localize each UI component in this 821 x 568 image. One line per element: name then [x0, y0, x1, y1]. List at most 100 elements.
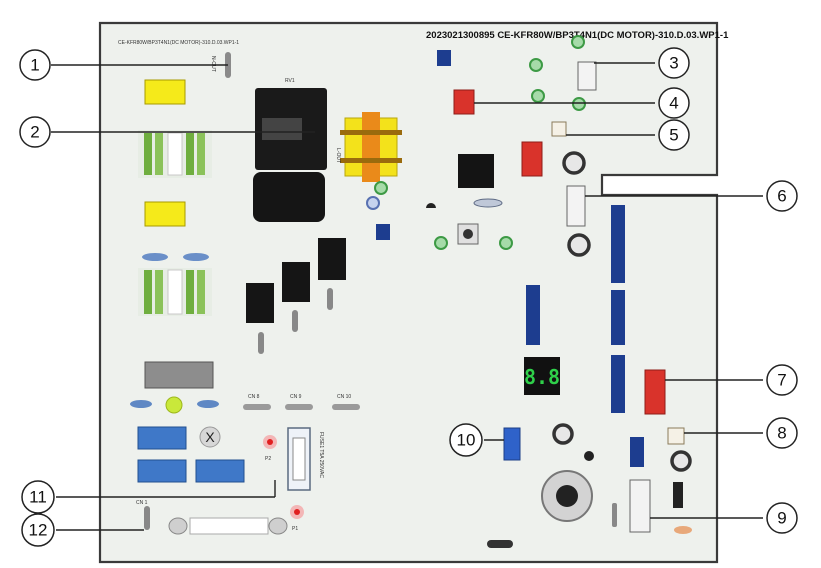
test-point-p1-dot [294, 509, 300, 515]
red-connector-7 [644, 369, 666, 415]
green-via-3 [571, 35, 585, 49]
callout-11: 11 [21, 480, 55, 514]
callout-10: 10 [449, 423, 483, 457]
ring-capacitor-2 [567, 233, 591, 257]
blue-connector-10 [503, 427, 521, 461]
test-point-p2-dot [267, 439, 273, 445]
blue-relay-3 [195, 459, 245, 483]
blue-diode-left [130, 400, 152, 408]
svg-text:1: 1 [30, 56, 39, 75]
power-module [253, 172, 325, 222]
svg-text:2: 2 [30, 123, 39, 142]
rv1-label: RV1 [285, 78, 295, 84]
svg-text:10: 10 [457, 431, 476, 450]
callout-1: 1 [19, 49, 51, 81]
callouts: 1 2 3 4 5 6 7 8 [19, 47, 798, 547]
connector-ring-right [268, 517, 288, 535]
mcu-chip [458, 154, 494, 188]
green-via-6 [434, 236, 448, 250]
callout-4: 4 [658, 87, 690, 119]
blue-relay-2 [137, 459, 187, 483]
resistor-bottom-right [674, 526, 692, 534]
pin-header-right-3 [611, 355, 625, 413]
callout-12: 12 [21, 513, 55, 547]
l-out-label: L-OUT [335, 148, 341, 163]
seven-seg-display [524, 357, 560, 395]
callout-6: 6 [766, 180, 798, 212]
white-connector-8 [667, 427, 685, 445]
fuse-body [292, 437, 306, 481]
green-via-5 [374, 181, 388, 195]
inductor-top [138, 130, 212, 178]
diode-right [673, 482, 683, 508]
green-via-1 [529, 58, 543, 72]
pin-header-center [526, 285, 540, 345]
callout-8: 8 [766, 417, 798, 449]
x-marker: X [205, 429, 215, 445]
callout-3: 3 [658, 47, 690, 79]
buzzer-center [556, 485, 578, 507]
ring-capacitor-3 [552, 423, 574, 445]
ring-capacitor-4 [670, 450, 692, 472]
white-connector-5 [551, 121, 567, 137]
pin-header-small [630, 437, 644, 467]
transistor-small [426, 203, 436, 208]
x-marker-circle [199, 426, 221, 448]
callout-2: 2 [19, 116, 51, 148]
callout-leaders [51, 62, 763, 531]
callout-5: 5 [658, 119, 690, 151]
pin-header-right-1 [611, 205, 625, 283]
gray-relay [144, 361, 214, 389]
svg-text:5: 5 [669, 126, 678, 145]
green-via-2 [531, 89, 545, 103]
svg-text:7: 7 [777, 371, 786, 390]
small-ic-mid [376, 224, 390, 240]
callout-7: 7 [766, 364, 798, 396]
green-via-4 [572, 97, 586, 111]
inductor-bottom [138, 253, 212, 316]
svg-text:3: 3 [669, 54, 678, 73]
tactile-switch-button [463, 229, 473, 239]
n-out-label: N-OUT [210, 56, 216, 72]
cn1-label: CN 1 [136, 500, 148, 506]
red-connector-mid [521, 141, 543, 177]
svg-text:11: 11 [29, 488, 47, 507]
power-transistor-3 [318, 238, 346, 280]
cn9-label: CN 9 [290, 394, 302, 400]
blue-via [366, 196, 380, 210]
cn1-connector [144, 506, 150, 530]
resistor-bottom [487, 540, 513, 548]
red-connector-4 [453, 89, 475, 115]
callout-9: 9 [766, 502, 798, 534]
small-ic-top [437, 50, 451, 66]
svg-text:6: 6 [777, 187, 786, 206]
yellow-capacitor-top [144, 79, 186, 105]
svg-text:9: 9 [777, 509, 786, 528]
white-connector-bottom [189, 517, 269, 535]
transformer-component [340, 112, 402, 182]
connector-3 [577, 61, 597, 91]
green-via-7 [499, 236, 513, 250]
svg-text:12: 12 [29, 521, 48, 540]
cn8-connector [243, 404, 271, 410]
svg-text:4: 4 [669, 94, 678, 113]
small-lead-bottom [612, 503, 617, 527]
ring-capacitor-1 [562, 151, 586, 175]
cn10-label: CN 10 [337, 394, 351, 400]
crystal [473, 198, 503, 208]
board-faint-code: CE-KFR80W/BP3T4N1(DC MOTOR)-310.D.03.WP1… [118, 40, 239, 46]
cn8-label: CN 8 [248, 394, 260, 400]
connector-ring-left [168, 517, 188, 535]
relay-highlight [262, 118, 302, 140]
p1-label: P1 [292, 526, 298, 532]
power-transistor-2 [282, 262, 310, 302]
svg-text:8: 8 [777, 424, 786, 443]
led-green [165, 396, 183, 414]
blue-diode-right [197, 400, 219, 408]
seven-seg-digits: 8.8 [524, 365, 560, 389]
connector-6 [566, 185, 586, 227]
transistor-lead-1 [258, 332, 264, 354]
fuse-label: FUSE1 T5A 250VAC [318, 432, 324, 478]
p2-label: P2 [265, 456, 271, 462]
